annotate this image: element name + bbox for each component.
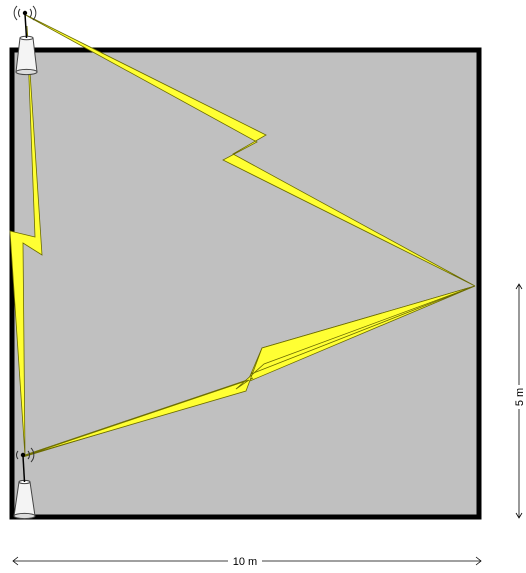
transmitter-antenna: [13, 5, 38, 76]
antenna-icon: [13, 455, 36, 520]
signal-path-tx-to-reflector: [23, 13, 476, 287]
radio-waves-icon: [16, 447, 35, 463]
height-dimension: 5 m: [513, 283, 526, 519]
radio-waves-icon: [13, 5, 37, 21]
width-dimension: 10 m: [12, 554, 482, 568]
signal-path-reflector-to-rx-fill: [23, 285, 476, 457]
receiver-antenna: [13, 447, 36, 520]
antenna-icon: [15, 13, 38, 76]
height-label: 5 m: [514, 388, 526, 406]
width-label: 10 m: [233, 556, 257, 568]
room-area: [9, 47, 482, 520]
signal-path-direct: [9, 25, 43, 457]
